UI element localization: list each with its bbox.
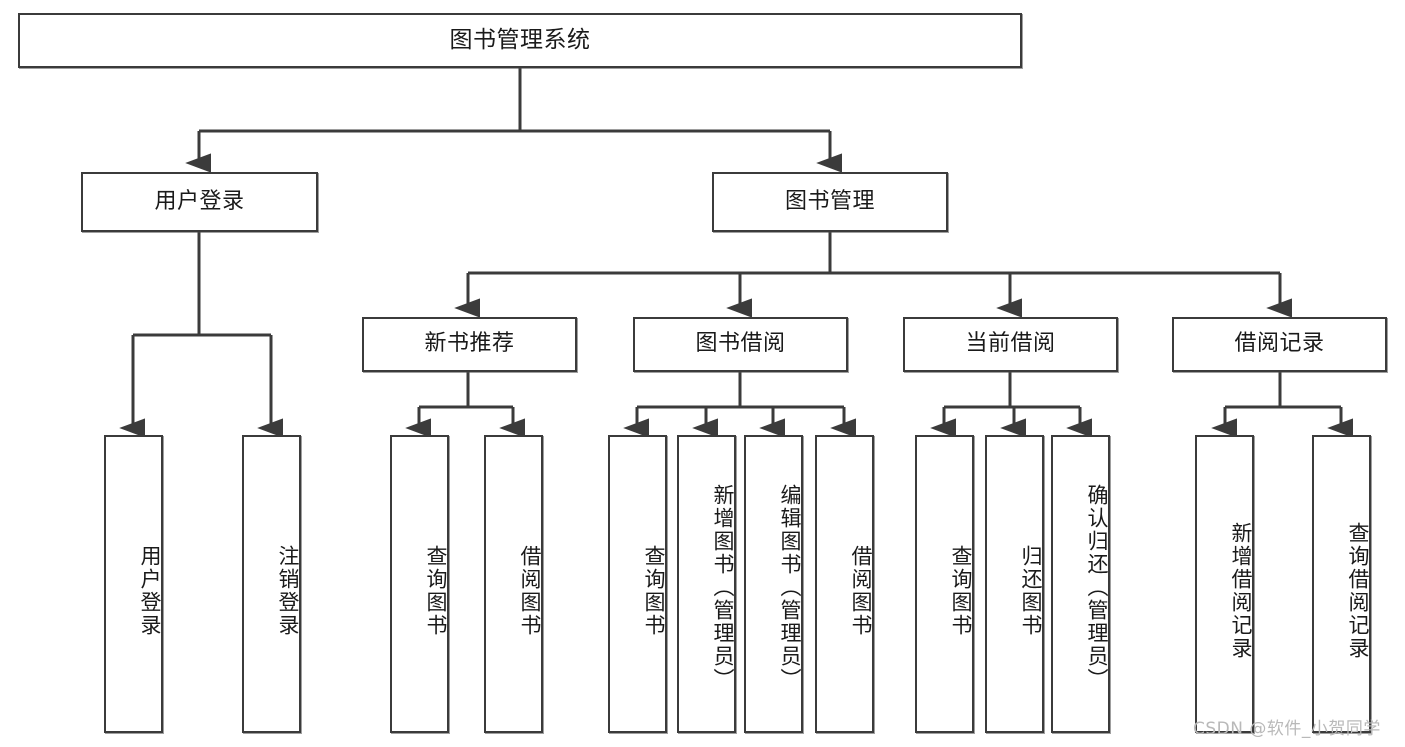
leaf-logout[interactable]: 注销登录 (242, 435, 301, 733)
watermark: CSDN @软件_小贺同学 (1193, 719, 1381, 739)
node-book-management[interactable]: 图书管理 (712, 172, 948, 232)
leaf-query-book-newbook[interactable]: 查询图书 (390, 435, 449, 733)
leaf-user-login[interactable]: 用户登录 (104, 435, 163, 733)
leaf-query-book-current-label: 查询图书 (949, 545, 973, 637)
leaf-query-book-current[interactable]: 查询图书 (915, 435, 974, 733)
leaf-query-book-borrow-label: 查询图书 (642, 545, 666, 637)
leaf-add-book-admin-label: 新增图书（管理员） (711, 483, 735, 691)
leaf-add-borrow-record[interactable]: 新增借阅记录 (1195, 435, 1254, 733)
leaf-user-login-label: 用户登录 (138, 545, 162, 637)
node-root-label: 图书管理系统 (449, 26, 591, 53)
leaf-borrow-book-newbook-label: 借阅图书 (518, 545, 542, 637)
leaf-logout-label: 注销登录 (276, 545, 300, 637)
leaf-query-book-newbook-label: 查询图书 (424, 545, 448, 637)
leaf-query-book-borrow[interactable]: 查询图书 (608, 435, 667, 733)
node-user-login[interactable]: 用户登录 (81, 172, 318, 232)
node-book-borrow[interactable]: 图书借阅 (633, 317, 848, 372)
node-new-book-recommend[interactable]: 新书推荐 (362, 317, 577, 372)
leaf-borrow-book-borrow[interactable]: 借阅图书 (815, 435, 874, 733)
node-borrow-records[interactable]: 借阅记录 (1172, 317, 1387, 372)
node-book-management-label: 图书管理 (784, 188, 875, 214)
leaf-confirm-return-admin-label: 确认归还（管理员） (1085, 483, 1109, 691)
node-root[interactable]: 图书管理系统 (18, 13, 1022, 68)
leaf-query-borrow-record-label: 查询借阅记录 (1346, 522, 1370, 660)
leaf-borrow-book-borrow-label: 借阅图书 (849, 545, 873, 637)
node-book-borrow-label: 图书借阅 (695, 331, 786, 357)
node-current-borrow-label: 当前借阅 (965, 331, 1056, 357)
leaf-add-borrow-record-label: 新增借阅记录 (1229, 522, 1253, 660)
node-current-borrow[interactable]: 当前借阅 (903, 317, 1118, 372)
node-new-book-recommend-label: 新书推荐 (424, 331, 515, 357)
leaf-return-book-label: 归还图书 (1019, 545, 1043, 637)
leaf-return-book[interactable]: 归还图书 (985, 435, 1044, 733)
leaf-edit-book-admin[interactable]: 编辑图书（管理员） (744, 435, 803, 733)
leaf-confirm-return-admin[interactable]: 确认归还（管理员） (1051, 435, 1110, 733)
leaf-query-borrow-record[interactable]: 查询借阅记录 (1312, 435, 1371, 733)
node-borrow-records-label: 借阅记录 (1234, 331, 1325, 357)
leaf-borrow-book-newbook[interactable]: 借阅图书 (484, 435, 543, 733)
leaf-add-book-admin[interactable]: 新增图书（管理员） (677, 435, 736, 733)
node-user-login-label: 用户登录 (154, 188, 245, 214)
leaf-edit-book-admin-label: 编辑图书（管理员） (778, 483, 802, 691)
